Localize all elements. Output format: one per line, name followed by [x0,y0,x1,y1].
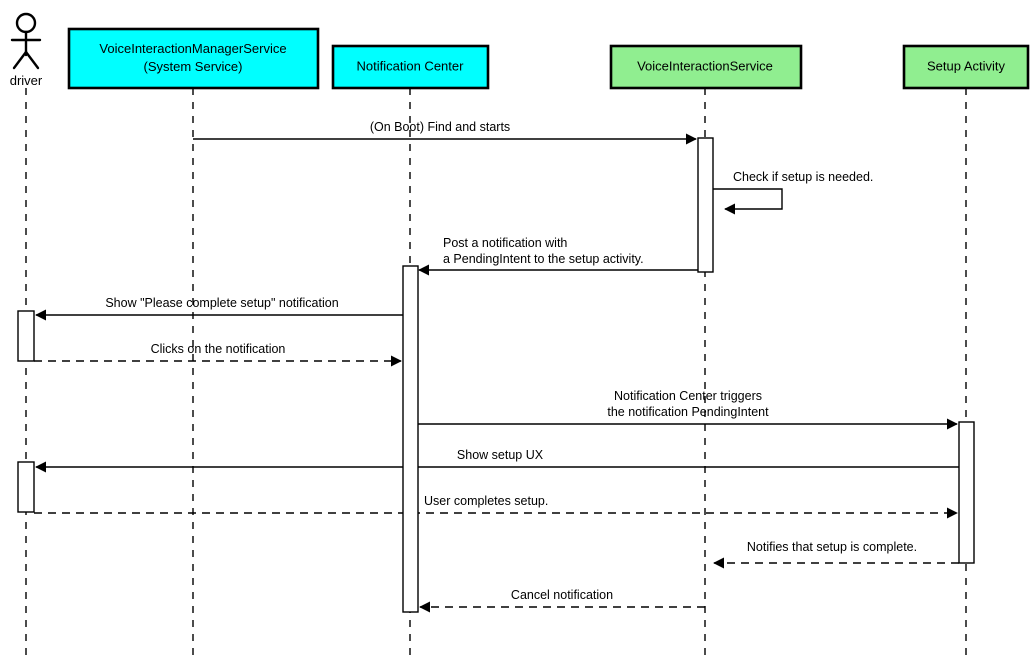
activations-layer [17,137,975,613]
participant-notification_center[interactable]: Notification Center [331,44,490,90]
message-label-msg-9: Notifies that setup is complete. [747,540,917,554]
participant-sublabel-vims: (System Service) [144,59,243,74]
participant-vims[interactable]: VoiceInteractionManagerService (System Se… [67,27,320,90]
message-label-group-msg-8: User completes setup. [424,494,548,508]
messages-layer [34,133,959,613]
participant-label-vims: VoiceInteractionManagerService [99,41,286,56]
actor-right-leg-icon [24,50,40,70]
activation-bar-notification_center [402,265,419,613]
message-label-group-msg-1: (On Boot) Find and starts [370,120,510,134]
message-label-msg-5: Clicks on the notification [151,342,286,356]
message-label-group-msg-9: Notifies that setup is complete. [747,540,917,554]
actor-label-driver: driver [10,73,43,88]
actor-head-icon [15,12,37,34]
message-label-msg-4: Show "Please complete setup" notificatio… [105,296,338,310]
message-label-msg-2: Check if setup is needed. [733,170,873,184]
message-label-group-msg-6: Notification Center triggers the notifica… [607,389,769,419]
participant-label-vis: VoiceInteractionService [637,58,773,73]
message-label-msg-10: Cancel notification [511,588,613,602]
participant-box-vims[interactable] [67,27,320,90]
participant-box-vis[interactable] [609,44,803,90]
activation-bar-vis [697,137,714,273]
participant-heads-layer: driver VoiceInteractionManagerService (Sys… [10,12,1030,90]
participant-box-notification_center[interactable] [331,44,490,90]
message-label-msg-8: User completes setup. [424,494,548,508]
actor-left-leg-icon [12,50,28,70]
activation-bar-setup_activity [958,421,975,564]
message-label-group-msg-2: Check if setup is needed. [733,170,873,184]
message-label-group-msg-10: Cancel notification [511,588,613,602]
activation-bar-driver [17,310,35,362]
message-label-group-msg-4: Show "Please complete setup" notificatio… [105,296,338,310]
actor-driver[interactable]: driver [10,12,43,88]
message-label-msg-6: the notification PendingIntent [607,405,769,419]
message-label-group-msg-7: Show setup UX [457,448,544,462]
participant-label-notification_center: Notification Center [357,58,465,73]
participant-label-setup_activity: Setup Activity [927,58,1006,73]
message-label-group-msg-3: Post a notification with a PendingIntent … [443,236,644,266]
message-label-msg-1: (On Boot) Find and starts [370,120,510,134]
activation-bar-driver [17,461,35,513]
message-label-msg-3: Post a notification with [443,236,567,250]
participant-box-setup_activity[interactable] [902,44,1030,90]
participant-setup_activity[interactable]: Setup Activity [902,44,1030,90]
participant-vis[interactable]: VoiceInteractionService [609,44,803,90]
message-label-msg-7: Show setup UX [457,448,544,462]
message-label-msg-3: a PendingIntent to the setup activity. [443,252,644,266]
message-line-msg-2 [713,188,783,215]
message-label-msg-6: Notification Center triggers [614,389,762,403]
message-label-group-msg-5: Clicks on the notification [151,342,286,356]
